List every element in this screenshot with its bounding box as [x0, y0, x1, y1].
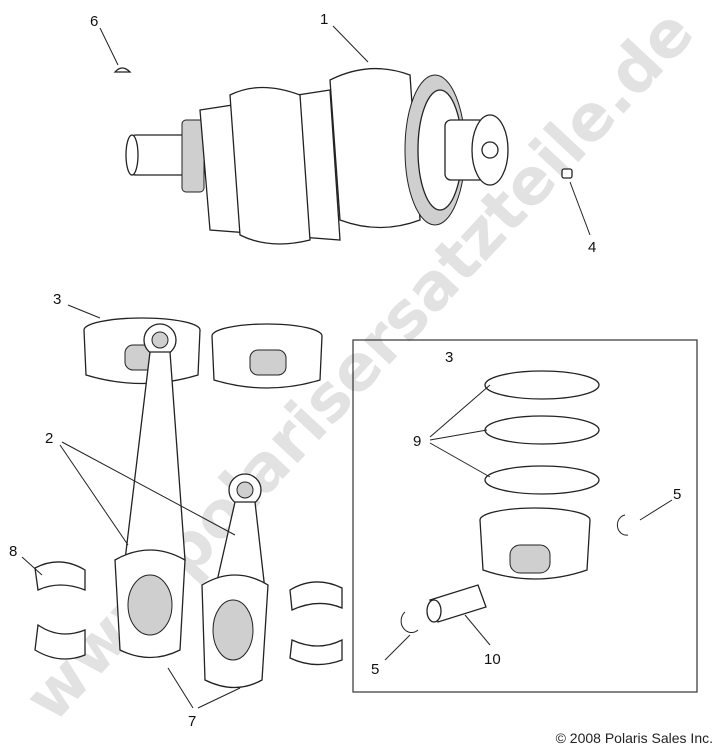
circlip-right[interactable] — [616, 514, 629, 536]
callout-8: 8 — [9, 543, 17, 560]
piston-kit-box — [352, 339, 698, 693]
callout-3-kit: 3 — [445, 349, 453, 366]
callout-6: 6 — [90, 13, 98, 30]
piston-left[interactable] — [83, 317, 201, 385]
callout-1: 1 — [320, 11, 328, 28]
piston-kit-piston[interactable] — [479, 507, 591, 580]
dowel-pin[interactable] — [561, 168, 573, 179]
callout-10: 10 — [484, 651, 501, 668]
leader-lines — [21, 25, 673, 709]
callout-5-left: 5 — [371, 661, 379, 678]
callout-5-right: 5 — [673, 486, 681, 503]
crank-key[interactable] — [113, 67, 132, 73]
circlip-left[interactable] — [400, 611, 419, 634]
connecting-rod-left[interactable] — [114, 323, 186, 659]
callout-4: 4 — [588, 239, 596, 256]
piston-pin[interactable] — [426, 584, 487, 623]
bearing-right[interactable] — [289, 581, 343, 666]
callout-2: 2 — [45, 430, 53, 447]
copyright: © 2008 Polaris Sales Inc. — [555, 730, 713, 746]
piston-right[interactable] — [211, 323, 323, 389]
callout-9: 9 — [413, 433, 421, 450]
crankshaft[interactable] — [125, 67, 509, 245]
connecting-rod-right[interactable] — [201, 473, 269, 689]
callout-7: 7 — [188, 713, 196, 730]
piston-rings[interactable] — [484, 370, 600, 495]
bearing-left[interactable] — [34, 561, 86, 660]
callout-3-pistons: 3 — [53, 291, 61, 308]
